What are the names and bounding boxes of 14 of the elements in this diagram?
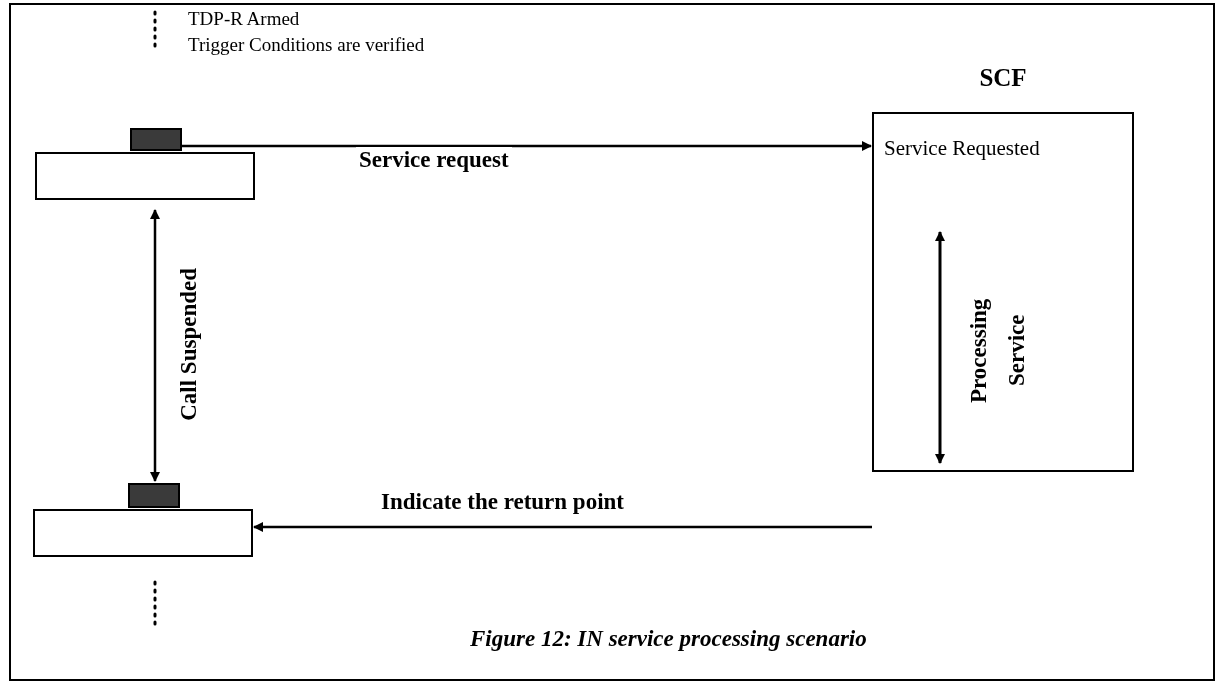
- arrow: [253, 522, 872, 532]
- function-heading: SCF: [978, 64, 1028, 92]
- call-state-box: [33, 509, 253, 557]
- annotation-text: TDP-R Armed: [188, 8, 300, 30]
- process-label: Processing Service: [965, 297, 1030, 405]
- call-state-box: [35, 152, 255, 200]
- arrow: [150, 209, 160, 482]
- state-text: Service Requested: [884, 136, 1040, 161]
- arrow: [182, 141, 872, 151]
- annotation-text: Trigger Conditions are verified: [188, 34, 425, 56]
- figure-caption: Figure 12: IN service processing scenario: [470, 626, 867, 652]
- edge-label: Service request: [356, 147, 512, 173]
- detection-point-marker: [128, 483, 180, 508]
- detection-point-marker: [130, 128, 182, 151]
